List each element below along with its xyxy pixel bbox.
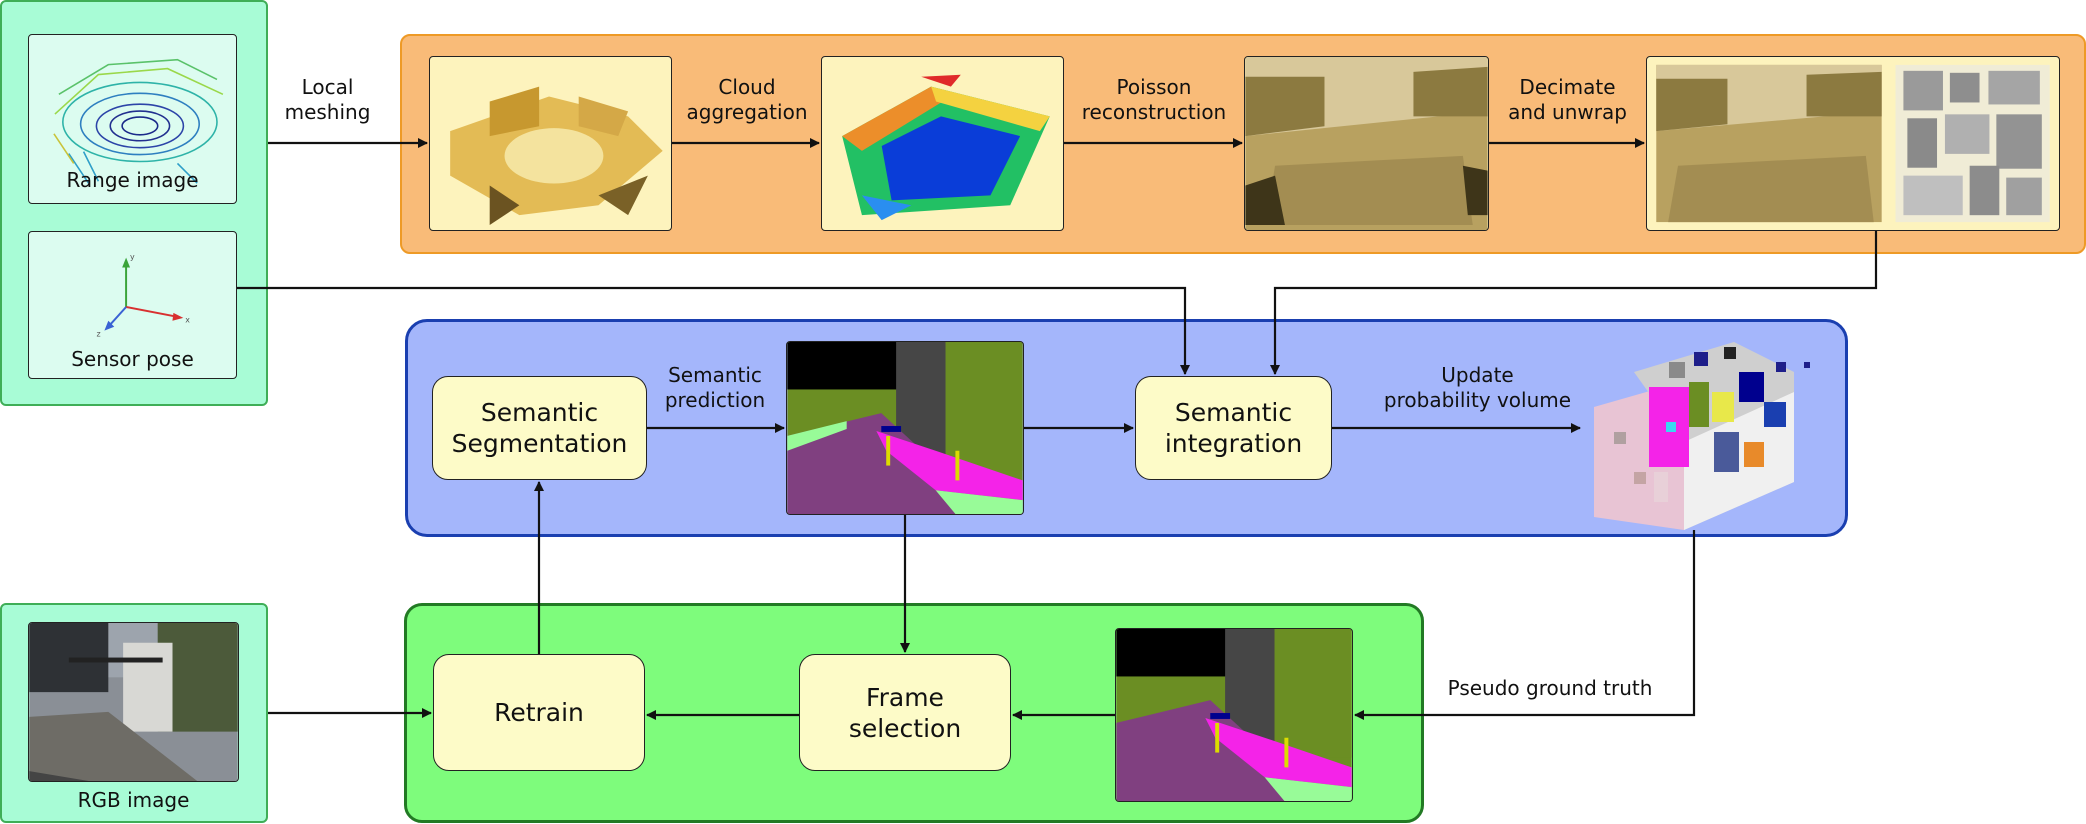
local-mesh-thumbnail (429, 56, 672, 231)
poisson-mesh-picture (1245, 57, 1488, 230)
rgb-image-picture (29, 623, 238, 781)
axis-y-label: y (130, 253, 135, 262)
aggregated-cloud-thumbnail (821, 56, 1064, 231)
range-image-thumbnail (28, 34, 237, 204)
local-mesh-picture (450, 86, 663, 226)
axis-x-label: x (185, 316, 190, 325)
frame-selection-box: Frame selection (799, 654, 1011, 771)
decimate-unwrap-label: Decimate and unwrap (1508, 75, 1627, 124)
aggregated-cloud-picture (842, 74, 1050, 221)
semantic-prediction-thumbnail (786, 341, 1024, 515)
unwrapped-mesh-picture (1656, 64, 2050, 223)
sensor-pose-thumbnail: y x z (28, 231, 237, 379)
range-image-label: Range image (66, 168, 199, 192)
rgb-image-label: RGB image (77, 788, 190, 812)
range-image-picture (53, 58, 224, 184)
pseudo-ground-truth-label: Pseudo ground truth (1447, 676, 1653, 700)
poisson-reconstruction-label: Poisson reconstruction (1081, 75, 1227, 124)
semantic-integration-box: Semantic integration (1135, 376, 1332, 480)
probability-volume-graphic (1594, 332, 1824, 530)
probability-volume-picture (1594, 342, 1810, 530)
update-probability-volume-label: Update probability volume (1383, 363, 1572, 412)
unwrapped-mesh-thumbnail (1646, 56, 2060, 231)
sensor-pose-label: Sensor pose (71, 347, 194, 371)
retrain-box: Retrain (433, 654, 645, 771)
semantic-segmentation-box: Semantic Segmentation (432, 376, 647, 480)
pseudo-label-picture (1116, 629, 1352, 801)
semantic-prediction-label: Semantic prediction (664, 363, 766, 412)
pseudo-label-thumbnail (1115, 628, 1353, 802)
rgb-image-thumbnail (28, 622, 239, 782)
cloud-aggregation-label: Cloud aggregation (686, 75, 808, 124)
axis-z-label: z (96, 330, 100, 339)
semantic-prediction-picture (787, 342, 1023, 514)
poisson-mesh-thumbnail (1244, 56, 1489, 231)
sensor-pose-axes: y x z (96, 253, 190, 339)
local-meshing-label: Local meshing (284, 75, 371, 124)
